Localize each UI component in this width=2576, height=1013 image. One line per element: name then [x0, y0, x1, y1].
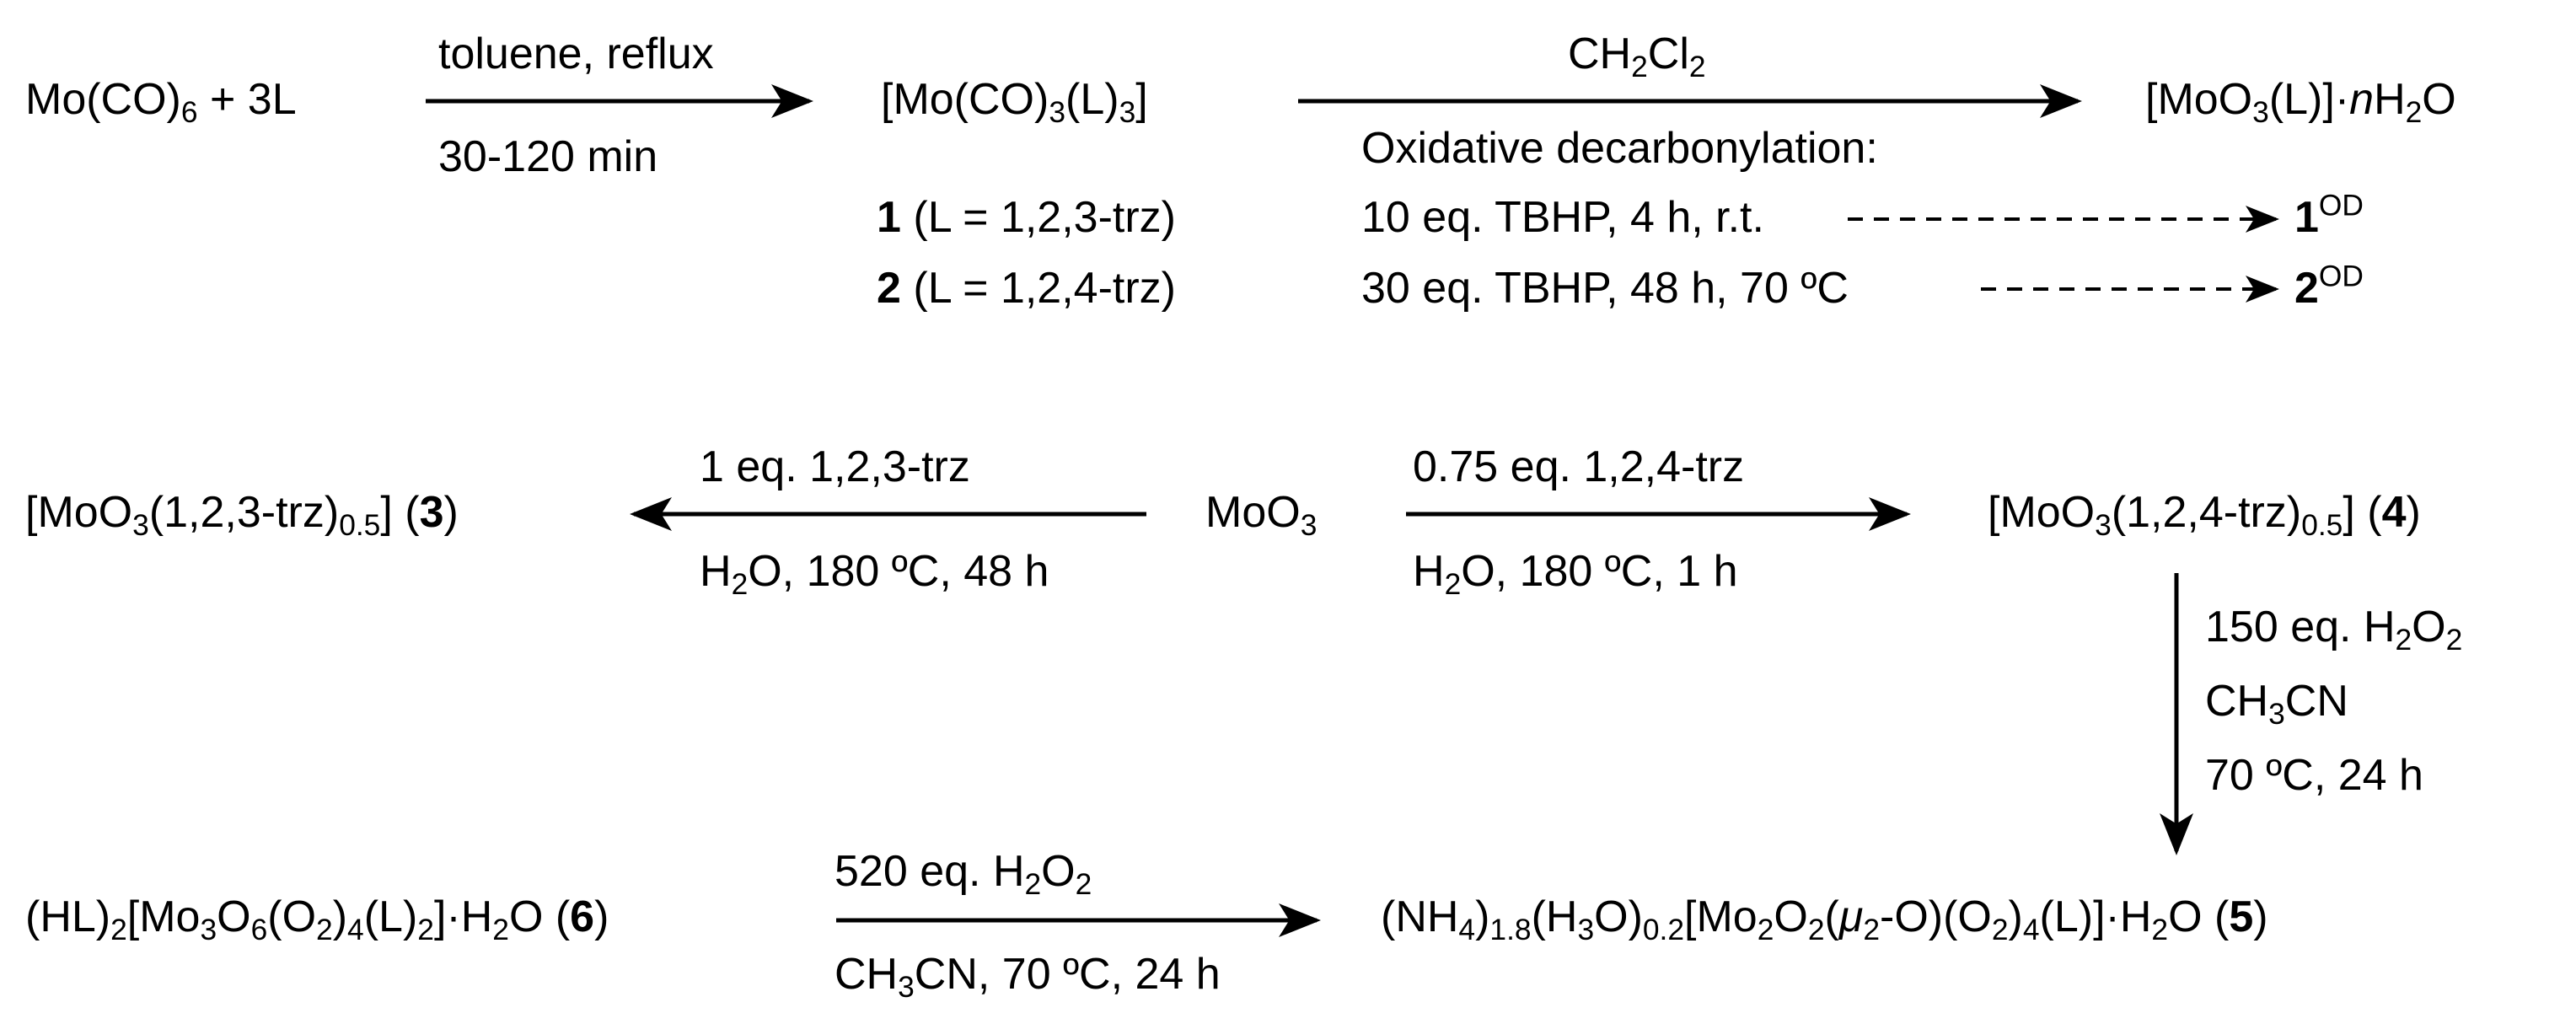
- compound-6: (HL)2[Mo3O6(O2)4(L)2]·H2O (6): [25, 892, 609, 946]
- compound-2od: 2OD: [2294, 260, 2364, 313]
- step2-solvent: CH2Cl2: [1568, 29, 1706, 83]
- compound-2-label: 2 (L = 1,2,4-trz): [877, 264, 1176, 313]
- step2-condition-1: 10 eq. TBHP, 4 h, r.t.: [1361, 193, 1764, 242]
- vertical-step-line1: 150 eq. H2O2: [2205, 603, 2463, 657]
- vertical-step-line3: 70 ºC, 24 h: [2205, 751, 2423, 800]
- moo3-center: MoO3: [1205, 488, 1318, 542]
- compound-4: [MoO3(1,2,4-trz)0.5] (4): [1988, 488, 2421, 542]
- compound-3: [MoO3(1,2,3-trz)0.5] (3): [25, 488, 459, 542]
- step1-conditions-above: toluene, reflux: [438, 29, 714, 78]
- oxide-product: [MoO3(L)]·nH2O: [2145, 75, 2456, 129]
- step-5-6-above: 520 eq. H2O2: [835, 847, 1092, 901]
- carbonyl-complex: [Mo(CO)3(L)3]: [881, 75, 1148, 129]
- compound-1od: 1OD: [2294, 189, 2364, 242]
- step-to-4-above: 0.75 eq. 1,2,4-trz: [1413, 442, 1745, 491]
- reactants: Mo(CO)6 + 3L: [25, 75, 297, 129]
- compound-1-label: 1 (L = 1,2,3-trz): [877, 193, 1176, 242]
- compound-5: (NH4)1.8(H3O)0.2[Mo2O2(μ2-O)(O2)4(L)]·H2…: [1381, 892, 2268, 946]
- step-5-6-below: CH3CN, 70 ºC, 24 h: [835, 950, 1221, 1004]
- step2-condition-2: 30 eq. TBHP, 48 h, 70 ºC: [1361, 264, 1849, 313]
- step1-conditions-below: 30-120 min: [438, 132, 658, 181]
- step2-heading: Oxidative decarbonylation:: [1361, 124, 1878, 173]
- step-to-4-below: H2O, 180 ºC, 1 h: [1413, 547, 1738, 601]
- step-to-3-below: H2O, 180 ºC, 48 h: [700, 547, 1049, 601]
- vertical-step-line2: CH3CN: [2205, 677, 2348, 731]
- step-to-3-above: 1 eq. 1,2,3-trz: [700, 442, 970, 491]
